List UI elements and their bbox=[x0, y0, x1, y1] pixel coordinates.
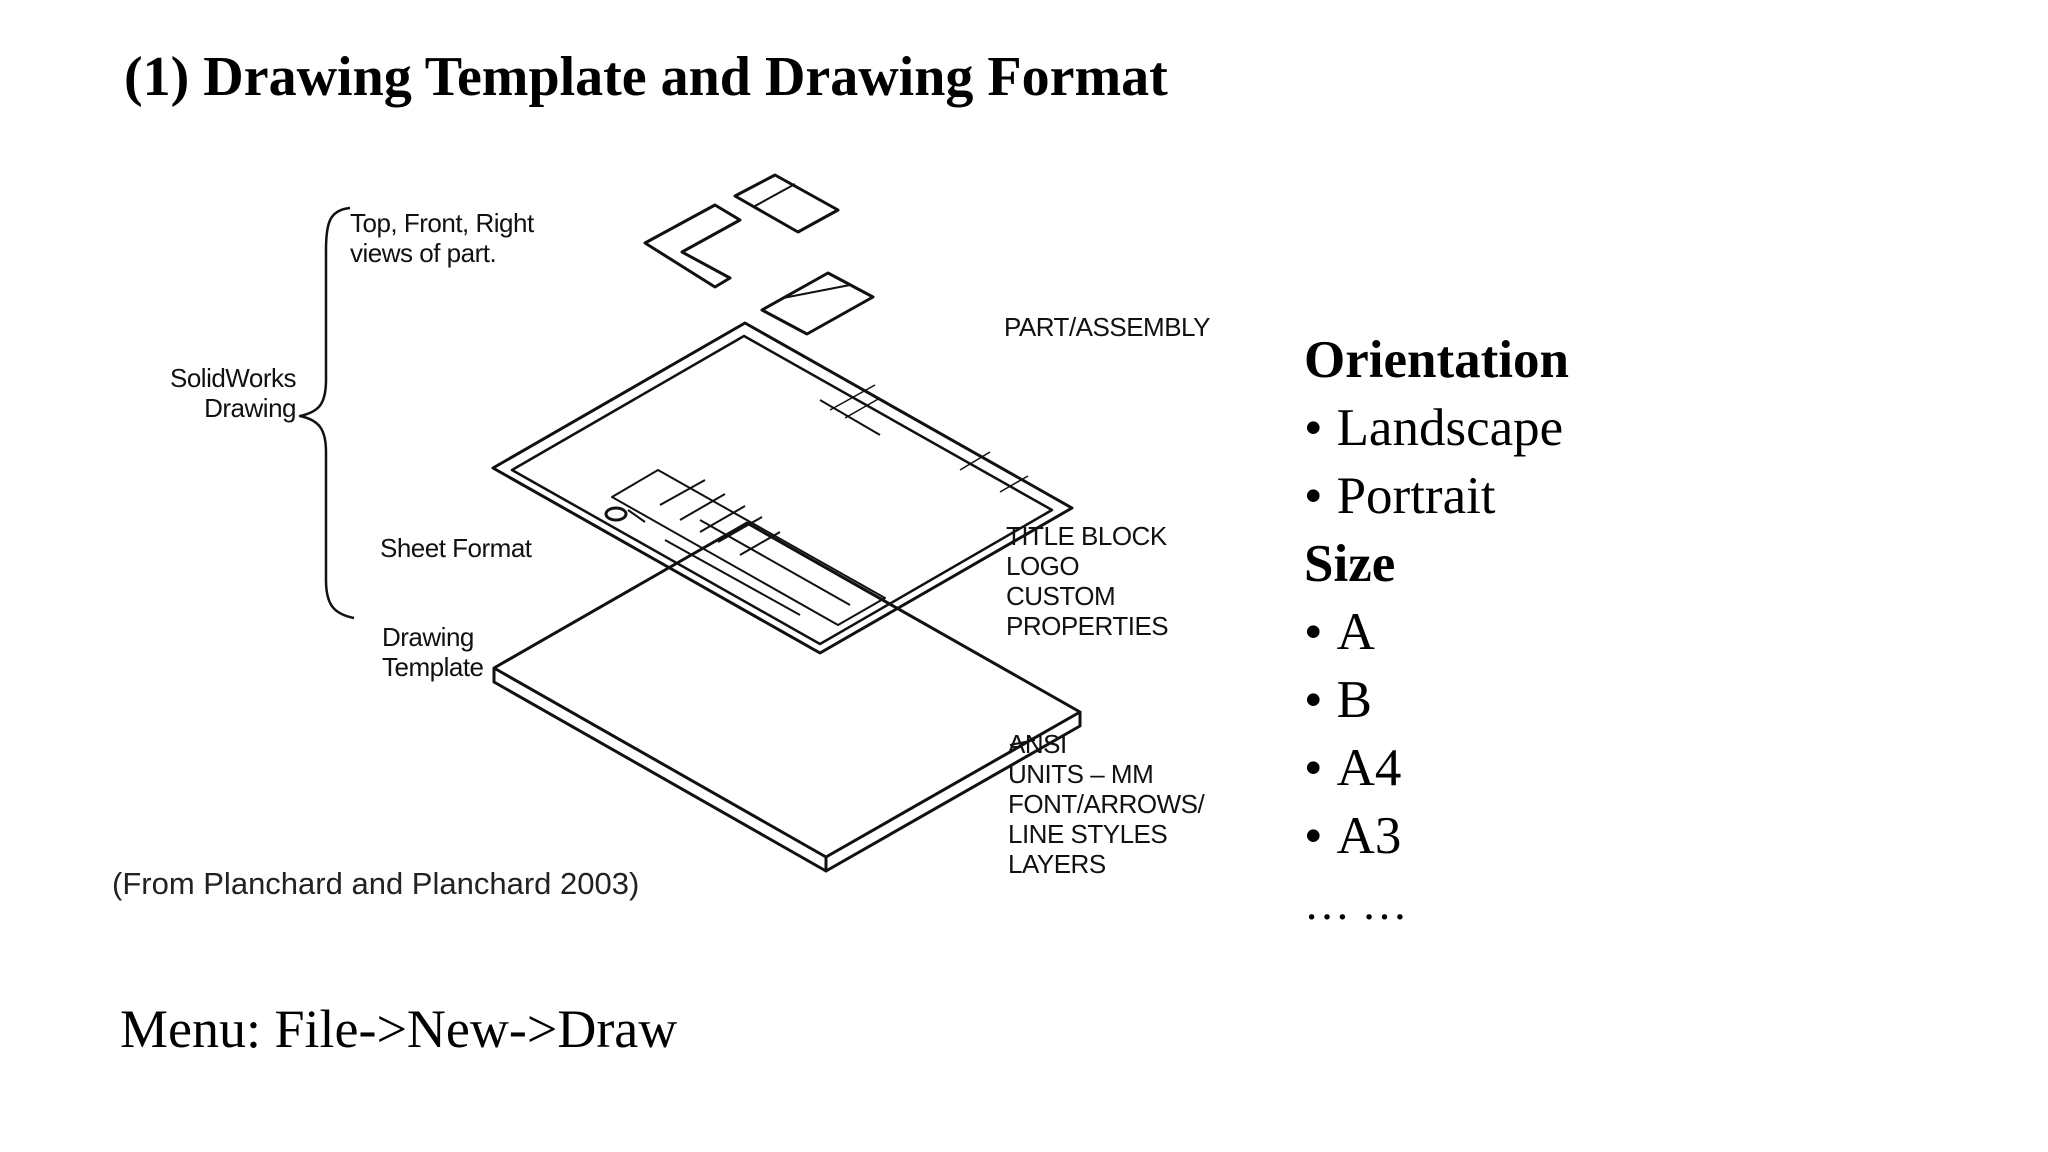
title-block-label: TITLE BLOCK LOGO CUSTOM PROPERTIES bbox=[1006, 521, 1169, 641]
drawing-template-label: Drawing Template bbox=[382, 622, 484, 682]
size-a: A bbox=[1336, 603, 1375, 661]
bullet-icon: • bbox=[1304, 603, 1323, 661]
part-assembly-label: PART/ASSEMBLY bbox=[1004, 312, 1210, 342]
list-item: •B bbox=[1304, 666, 1569, 734]
sheet-format-outer bbox=[491, 321, 1074, 655]
list-item: •Landscape bbox=[1304, 394, 1569, 462]
orientation-landscape: Landscape bbox=[1336, 399, 1564, 457]
rect-view-top-line bbox=[754, 183, 796, 207]
orientation-portrait: Portrait bbox=[1336, 467, 1496, 525]
list-item: •Portrait bbox=[1304, 462, 1569, 530]
bullet-icon: • bbox=[1304, 467, 1323, 525]
rect-view-top bbox=[733, 173, 840, 234]
sheet-format-label: Sheet Format bbox=[380, 533, 532, 563]
list-item: •A4 bbox=[1304, 734, 1569, 802]
views-label: Top, Front, Right views of part. bbox=[350, 208, 534, 268]
orientation-heading: Orientation bbox=[1304, 331, 1569, 389]
bullet-icon: • bbox=[1304, 671, 1323, 729]
title-block-region bbox=[611, 469, 886, 626]
template-slab-top bbox=[492, 521, 1082, 859]
sheet-format-inner bbox=[510, 334, 1054, 646]
drawing-layers-figure: Top, Front, Right views of part. SolidWo… bbox=[169, 173, 1210, 879]
size-a4: A4 bbox=[1336, 739, 1402, 797]
l-view-shape bbox=[643, 203, 742, 289]
isometric-drawing-illustration bbox=[298, 173, 1082, 873]
size-a3: A3 bbox=[1336, 807, 1402, 865]
template-properties-label: ANSI UNITS – MM FONT/ARROWS/ LINE STYLES… bbox=[1008, 729, 1205, 879]
size-heading: Size bbox=[1304, 535, 1396, 593]
size-b: B bbox=[1336, 671, 1372, 729]
rect-view-mid bbox=[760, 271, 875, 336]
figure-caption: (From Planchard and Planchard 2003) bbox=[112, 866, 640, 901]
logo-mark bbox=[604, 506, 628, 522]
rect-view-mid-line bbox=[782, 284, 851, 299]
solidworks-drawing-label: SolidWorks Drawing bbox=[169, 363, 297, 423]
template-slab-side-left bbox=[492, 668, 828, 873]
list-item: •A3 bbox=[1304, 802, 1569, 870]
template-slab-side-right bbox=[825, 712, 1082, 873]
menu-path: Menu: File->New->Draw bbox=[120, 999, 678, 1059]
spec-list: Orientation •Landscape •Portrait Size •A… bbox=[1304, 326, 1569, 938]
bullet-icon: • bbox=[1304, 739, 1323, 797]
slide-title: (1) Drawing Template and Drawing Format bbox=[124, 46, 1168, 108]
list-item: •A bbox=[1304, 598, 1569, 666]
brace-shape bbox=[298, 206, 355, 620]
bullet-icon: • bbox=[1304, 399, 1323, 457]
more-ellipsis: … … bbox=[1304, 878, 1408, 929]
bullet-icon: • bbox=[1304, 807, 1323, 865]
